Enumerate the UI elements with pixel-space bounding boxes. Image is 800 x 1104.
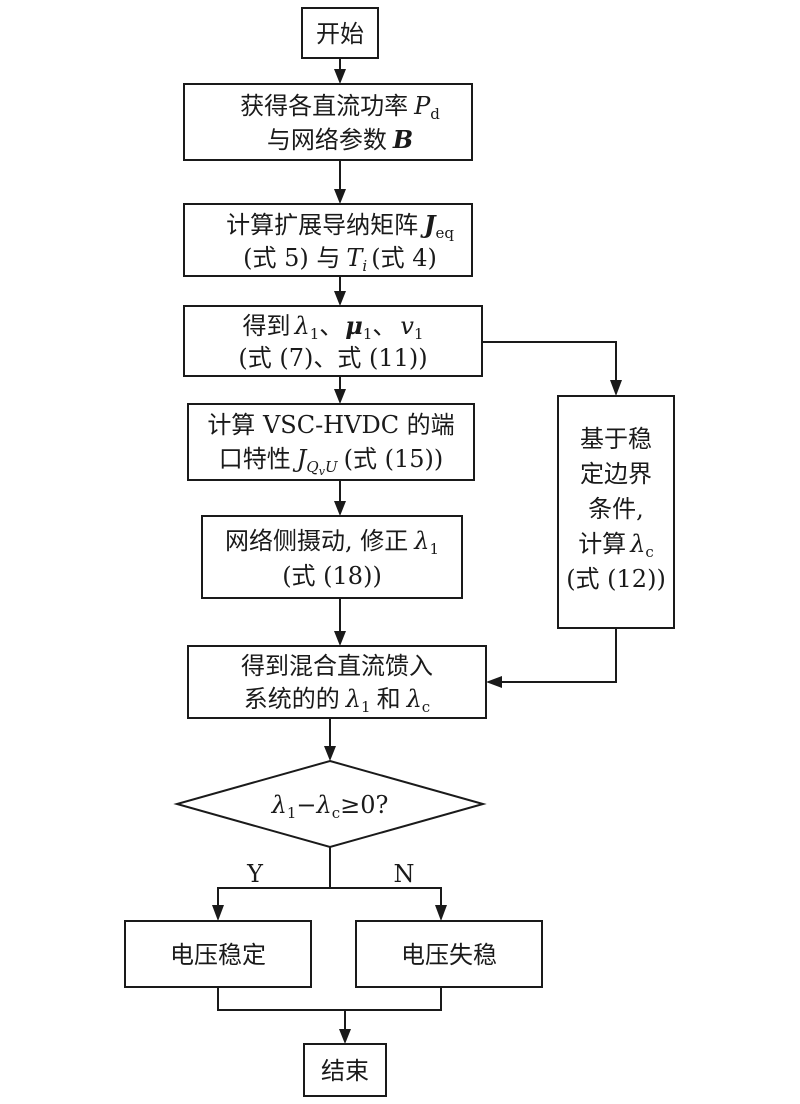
step5-lambda: λ [413, 527, 429, 555]
step6-lambdac-sub: c [422, 698, 430, 716]
step3-mu-sub: 1 [363, 325, 373, 343]
step2-line2-sub: i [362, 257, 367, 275]
start-label: 开始 [316, 20, 364, 48]
no-label: N [394, 860, 415, 888]
arrow-side-to-step6 [486, 628, 617, 688]
arrow-results-to-end [217, 987, 442, 1044]
arrow-start-to-step1 [334, 58, 346, 84]
arrow-step4-to-step5 [334, 480, 346, 516]
step6-line2-a: 系统的的 [244, 685, 340, 713]
decision-lambdac-sub: c [332, 804, 340, 822]
decision-stability-check: λ1−λc≥0? [173, 759, 487, 849]
result-voltage-stable: 电压稳定 [124, 920, 312, 988]
arrow-step3-to-step4 [334, 376, 346, 404]
step3-lambda: λ [294, 312, 310, 340]
step4-sub-a: Q [306, 458, 318, 476]
step2-text: 计算扩展导纳矩阵 [226, 211, 418, 239]
arrow-step3-to-side-box [482, 341, 622, 396]
step2-line2-b: (式 4) [371, 244, 437, 272]
decision-lambdac: λ [316, 791, 332, 819]
step5-text: 网络侧摄动, 修正 [225, 527, 408, 555]
step5-lambda-sub: 1 [429, 540, 439, 558]
yes-label: Y [246, 860, 264, 888]
arrow-step5-to-step6 [334, 598, 346, 646]
step4-line2-a: 口特性 [219, 445, 291, 473]
side-line3: 条件, [588, 495, 644, 523]
end-node: 结束 [303, 1043, 387, 1097]
step4-line1: 计算 VSC-HVDC 的端 [207, 411, 454, 439]
result-voltage-unstable: 电压失稳 [355, 920, 543, 988]
decision-rest: ≥0? [340, 791, 388, 819]
step6-lambdac: λ [406, 685, 422, 713]
side-lambda: λ [629, 530, 645, 558]
side-line5: (式 (12)) [566, 565, 666, 593]
step6-lambda1: λ [345, 685, 361, 713]
step6-line1: 得到混合直流馈入 [241, 652, 433, 680]
decision-lambda1-sub: 1 [287, 804, 297, 822]
step2-var-sub: eq [435, 224, 454, 242]
arrow-step2-to-step3 [334, 276, 346, 306]
decision-minus: − [296, 791, 316, 819]
step1-var: P [413, 92, 431, 120]
side-line2: 定边界 [580, 460, 652, 488]
unstable-label: 电压失稳 [401, 941, 497, 969]
step2-var: J [420, 210, 437, 239]
side-line1: 基于稳 [580, 425, 652, 453]
step3-sep1: 、 [319, 312, 343, 340]
step3-mu: μ [345, 311, 363, 340]
start-node: 开始 [301, 7, 379, 59]
stable-label: 电压稳定 [170, 941, 266, 969]
step2-line2-var: T [346, 244, 364, 272]
step1-line2-var: B [392, 125, 413, 154]
step3-sep2: 、 [372, 312, 396, 340]
decision-branches [212, 847, 447, 921]
step6-lambda1-sub: 1 [361, 698, 371, 716]
step1-line2-text: 与网络参数 [267, 126, 387, 154]
step6-and: 和 [377, 685, 401, 713]
step4-sub-b: U [325, 458, 339, 476]
step3-lambda-sub: 1 [310, 325, 320, 343]
step4-line2-b: (式 (15)) [344, 445, 444, 473]
step1-text: 获得各直流功率 [240, 92, 408, 120]
step3-prefix: 得到 [243, 312, 291, 340]
side-lambda-sub: c [645, 543, 653, 561]
step3-nu-sub: 1 [414, 325, 424, 343]
side-line4-text: 计算 [578, 530, 626, 558]
step1-var-sub: d [430, 105, 440, 123]
step5-line2: (式 (18)) [282, 562, 382, 590]
step3-nu: v [400, 312, 414, 340]
arrow-step6-to-decision [324, 718, 336, 761]
arrow-step1-to-step2 [334, 160, 346, 204]
step2-line2-a: (式 5) 与 [243, 244, 340, 272]
decision-condition: λ1−λc≥0? [271, 791, 389, 822]
step3-line2: (式 (7)、式 (11)) [238, 344, 427, 372]
step4-sub-v: v [319, 465, 326, 478]
end-label: 结束 [321, 1057, 369, 1085]
decision-lambda1: λ [271, 791, 287, 819]
